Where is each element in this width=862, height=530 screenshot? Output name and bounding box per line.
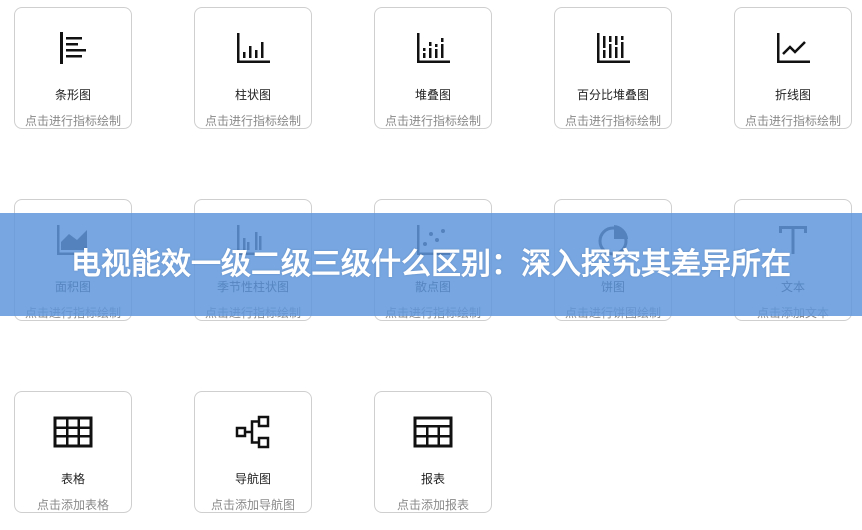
navigation-tree-icon xyxy=(195,414,311,450)
column-chart-icon xyxy=(195,30,311,66)
card-subtitle: 点击进行指标绘制 xyxy=(384,114,481,128)
card-table[interactable]: 表格 点击添加表格 xyxy=(14,391,132,513)
card-percent-stacked-chart[interactable]: 百分比堆叠图 点击进行指标绘制 xyxy=(554,7,672,129)
card-subtitle: 点击进行指标绘制 xyxy=(24,114,121,128)
card-title: 报表 xyxy=(420,472,445,486)
card-subtitle: 点击进行指标绘制 xyxy=(564,114,661,128)
card-navigation-tree[interactable]: 导航图 点击添加导航图 xyxy=(194,391,312,513)
headline-banner: 电视能效一级二级三级什么区别：深入探究其差异所在 xyxy=(0,213,862,316)
card-title: 折线图 xyxy=(774,88,811,102)
card-subtitle: 点击进行指标绘制 xyxy=(744,114,841,128)
card-subtitle: 点击进行指标绘制 xyxy=(204,114,301,128)
report-icon xyxy=(375,414,491,450)
card-stacked-chart[interactable]: 堆叠图 点击进行指标绘制 xyxy=(374,7,492,129)
headline-text: 电视能效一级二级三级什么区别：深入探究其差异所在 xyxy=(71,246,791,282)
card-bar-chart[interactable]: 条形图 点击进行指标绘制 xyxy=(14,7,132,129)
card-subtitle: 点击添加表格 xyxy=(36,498,109,512)
card-subtitle: 点击添加导航图 xyxy=(210,498,295,512)
stacked-chart-icon xyxy=(375,30,491,66)
card-title: 柱状图 xyxy=(234,88,271,102)
line-chart-icon xyxy=(735,30,851,66)
card-title: 条形图 xyxy=(54,88,91,102)
bar-chart-horizontal-icon xyxy=(15,30,131,66)
card-subtitle: 点击添加报表 xyxy=(396,498,469,512)
percent-stacked-chart-icon xyxy=(555,30,671,66)
card-report[interactable]: 报表 点击添加报表 xyxy=(374,391,492,513)
card-title: 导航图 xyxy=(234,472,271,486)
card-title: 百分比堆叠图 xyxy=(576,88,649,102)
card-line-chart[interactable]: 折线图 点击进行指标绘制 xyxy=(734,7,852,129)
card-title: 表格 xyxy=(60,472,85,486)
card-column-chart[interactable]: 柱状图 点击进行指标绘制 xyxy=(194,7,312,129)
card-title: 堆叠图 xyxy=(414,88,451,102)
table-icon xyxy=(15,414,131,450)
